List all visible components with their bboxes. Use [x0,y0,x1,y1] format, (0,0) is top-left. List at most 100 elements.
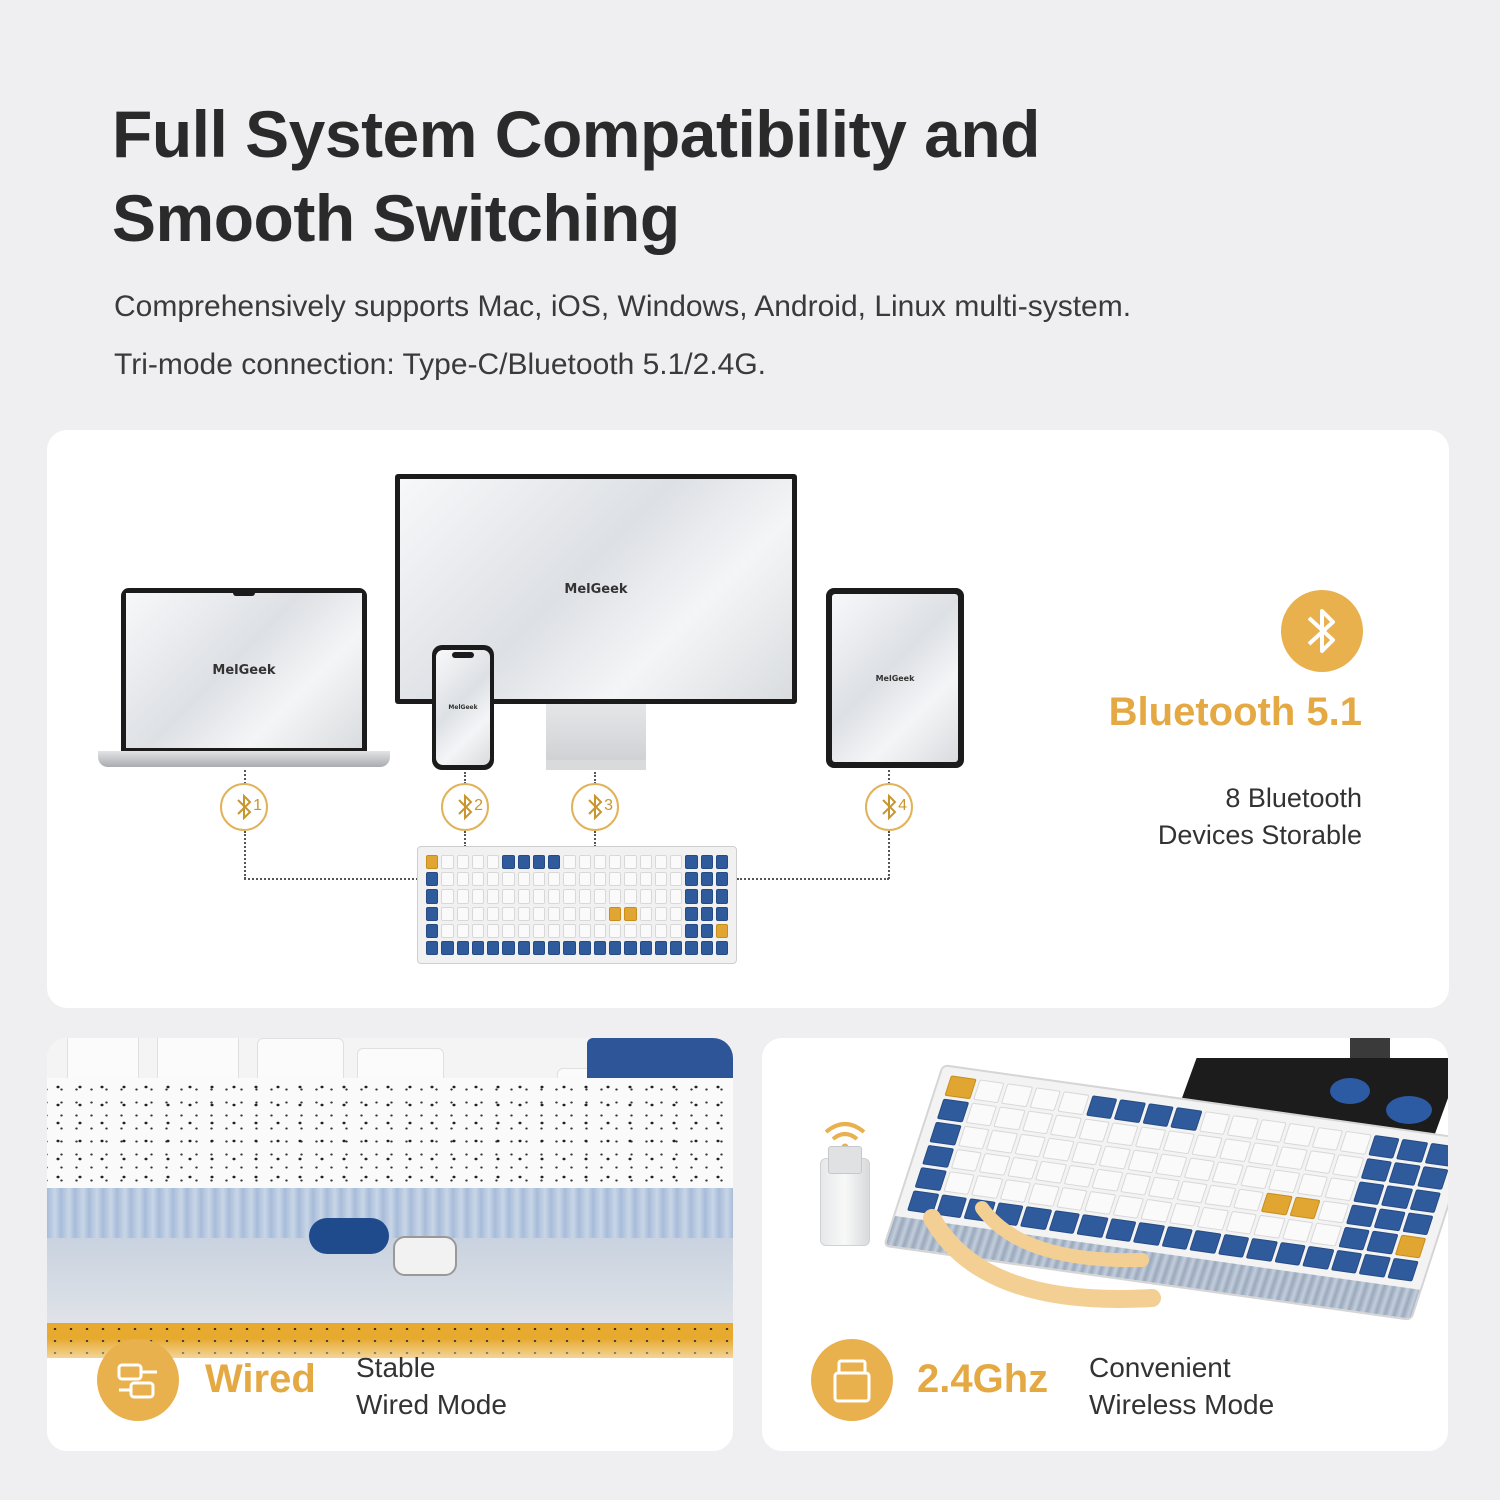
keycap [1070,1141,1103,1165]
keycap [624,872,637,887]
keycap [1401,1211,1434,1236]
keycap [1283,1123,1315,1147]
keycap [441,872,454,887]
keycap [441,889,454,904]
keycap [609,906,622,921]
keycap [685,872,698,887]
keycap [1196,1207,1229,1231]
keycap [593,940,606,955]
wired-badge [97,1339,179,1421]
keycap [426,923,439,938]
wired-label: Wired [205,1357,316,1401]
keycap [1273,1242,1306,1266]
keycap [685,923,698,938]
keycap [1275,1146,1308,1170]
keycap [700,923,713,938]
keycap [957,1125,990,1150]
keycap [978,1152,1011,1177]
keycap [715,855,728,870]
keycap [1190,1134,1223,1158]
keycap [1113,1099,1146,1123]
wireless-waves [923,1201,1161,1308]
keycap [441,923,454,938]
keycap [1409,1188,1442,1213]
keycap [1217,1234,1250,1258]
bt-slot-number: 1 [253,797,262,814]
keycap [1302,1246,1334,1270]
keycap [548,940,561,955]
keycap [654,940,667,955]
keycap [1119,1172,1152,1196]
keycap [1211,1161,1244,1185]
keycap [715,889,728,904]
keycap [517,906,530,921]
keycap [1388,1161,1421,1186]
keycap [593,889,606,904]
keycap [517,855,530,870]
keycap [471,889,484,904]
bluetooth-icon [588,793,603,821]
keycap [970,1175,1003,1200]
keycap [1268,1169,1300,1193]
keycap [1014,1133,1046,1158]
keycap [670,889,683,904]
keycap [1127,1149,1159,1173]
wireless-description: Convenient Wireless Mode [1089,1349,1274,1423]
keycap [609,872,622,887]
keycap [1260,1192,1293,1216]
keycap [609,889,622,904]
keycap [624,906,637,921]
keycap [487,855,500,870]
keycap [593,855,606,870]
wired-panel [47,1038,733,1451]
keycap [1245,1238,1278,1262]
keycap [441,906,454,921]
keycap [1183,1157,1216,1181]
keycap [609,940,622,955]
keycap [624,940,637,955]
keycap [502,923,515,938]
keycap [578,889,591,904]
keycap [502,889,515,904]
keycap [1247,1142,1280,1166]
keycap [1239,1165,1272,1189]
keycap [532,940,545,955]
keycap [517,889,530,904]
keycap [654,889,667,904]
keycap [1288,1196,1321,1220]
keycap [654,855,667,870]
keycap [1366,1230,1398,1255]
keycap [944,1075,977,1100]
keycap [1396,1138,1428,1163]
keycap [471,940,484,955]
keycap [624,855,637,870]
bt-slot-number: 4 [898,797,907,814]
keycap [950,1148,983,1173]
keycap [1155,1153,1188,1177]
keycap [1345,1203,1378,1228]
keycap [670,855,683,870]
keycap [487,872,500,887]
keycap [563,906,576,921]
keycap [1416,1165,1448,1190]
keycap [563,872,576,887]
keycap [1352,1180,1385,1205]
keycap [487,923,500,938]
keycap [624,889,637,904]
keycap [639,855,652,870]
keycap [471,855,484,870]
keycap [654,872,667,887]
keyboard-side-photo [47,1038,733,1358]
keycap [715,906,728,921]
keycap [563,923,576,938]
keycap [624,923,637,938]
keycap [1232,1188,1265,1212]
keycap [1162,1130,1195,1154]
title-line-1: Full System Compatibility and [112,97,1040,171]
bluetooth-icon [1307,609,1335,653]
keycap [1224,1211,1257,1235]
keycap [685,855,698,870]
keycap [639,872,652,887]
keycap [700,889,713,904]
subtitle-systems: Comprehensively supports Mac, iOS, Windo… [114,290,1132,323]
